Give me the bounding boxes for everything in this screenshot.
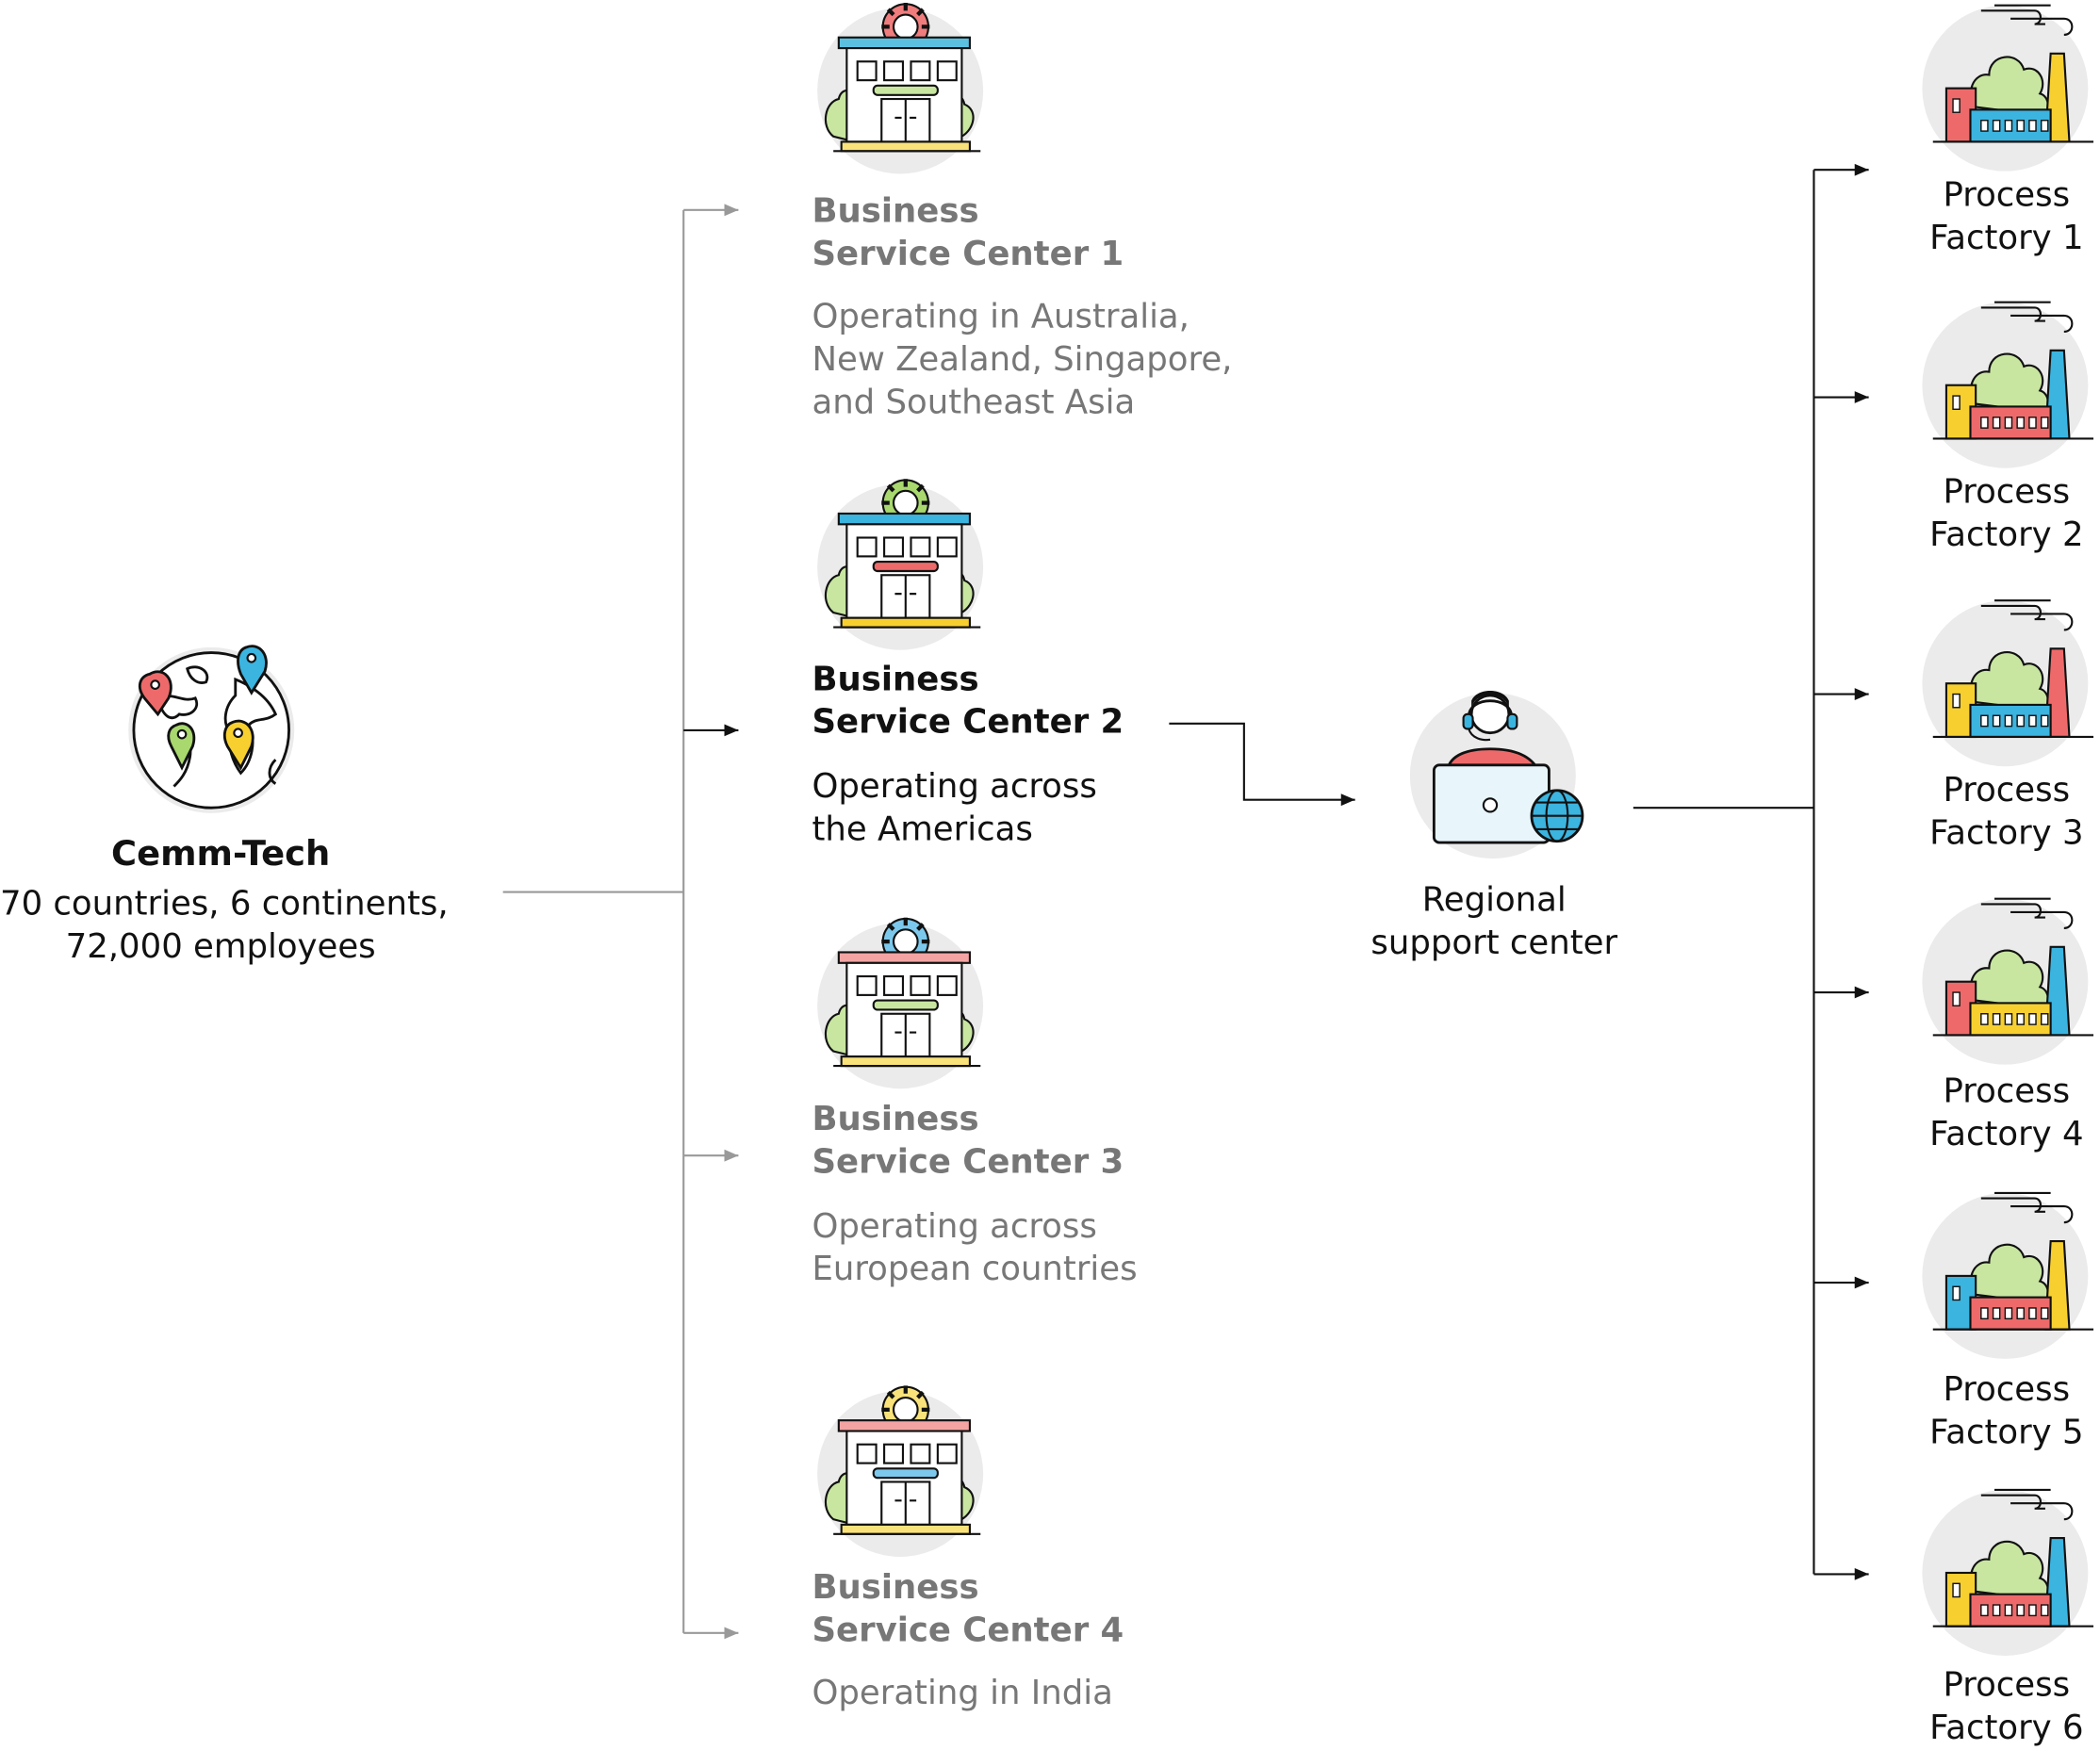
factory-1-label-line-2: Factory 1 xyxy=(1929,218,2084,257)
globe-icon xyxy=(128,645,295,813)
factory-6-label-line-2: Factory 6 xyxy=(1929,1708,2084,1747)
company-stats-line-1: 70 countries, 6 continents, xyxy=(0,884,449,924)
factory-6-label-line-1: Process xyxy=(1943,1664,2071,1705)
center-2-title-line-1: Business xyxy=(812,659,979,698)
center-4-title-line-2: Service Center 4 xyxy=(812,1610,1124,1649)
company-name: Cemm-Tech xyxy=(110,834,331,875)
support-label-line-2: support center xyxy=(1370,923,1618,962)
factory-2-label-line-2: Factory 2 xyxy=(1929,515,2084,554)
arrow-to-support xyxy=(1169,722,1355,807)
factory-4-label-line-1: Process xyxy=(1943,1071,2071,1110)
factory-icon-3 xyxy=(1917,596,2099,777)
factory-3-label-line-1: Process xyxy=(1943,770,2071,810)
factory-icon-1 xyxy=(1917,0,2099,181)
center-2-description-line-2: the Americas xyxy=(812,809,1033,848)
center-4-title-line-1: Business xyxy=(812,1567,979,1607)
center-2-description-line-1: Operating across xyxy=(812,766,1097,806)
building-icon-3 xyxy=(810,917,997,1099)
center-1-description-line-3: and Southeast Asia xyxy=(812,382,1136,422)
center-1-description-line-2: New Zealand, Singapore, xyxy=(812,339,1233,379)
support-label-line-1: Regional xyxy=(1421,879,1567,919)
factory-icon-4 xyxy=(1917,893,2099,1074)
factory-2-label-line-1: Process xyxy=(1943,471,2071,512)
factory-5-label-line-1: Process xyxy=(1943,1369,2071,1409)
building-icon-2 xyxy=(810,479,997,660)
center-4-description-line-1: Operating in India xyxy=(812,1673,1113,1712)
support-agent-icon xyxy=(1409,691,1584,859)
center-2-title-line-2: Service Center 2 xyxy=(812,702,1124,742)
factory-icon-6 xyxy=(1917,1484,2099,1665)
company-stats-line-2: 72,000 employees xyxy=(65,926,376,966)
center-1-title-line-2: Service Center 1 xyxy=(812,234,1124,273)
center-3-description-line-1: Operating across xyxy=(812,1206,1097,1246)
factory-5-label-line-2: Factory 5 xyxy=(1929,1412,2084,1451)
center-3-title-line-2: Service Center 3 xyxy=(812,1141,1124,1182)
factory-4-label-line-2: Factory 4 xyxy=(1929,1114,2084,1153)
center-1-title-line-1: Business xyxy=(812,190,979,231)
factory-3-label-line-2: Factory 3 xyxy=(1929,812,2084,853)
factory-1-label-line-1: Process xyxy=(1943,174,2071,215)
factory-icon-5 xyxy=(1917,1187,2099,1368)
center-3-title-line-1: Business xyxy=(812,1099,979,1138)
building-icon-1 xyxy=(810,2,997,184)
factory-icon-2 xyxy=(1917,297,2099,478)
center-1-description-line-1: Operating in Australia, xyxy=(812,297,1189,336)
building-icon-4 xyxy=(810,1385,997,1566)
center-3-description-line-2: European countries xyxy=(812,1249,1138,1288)
